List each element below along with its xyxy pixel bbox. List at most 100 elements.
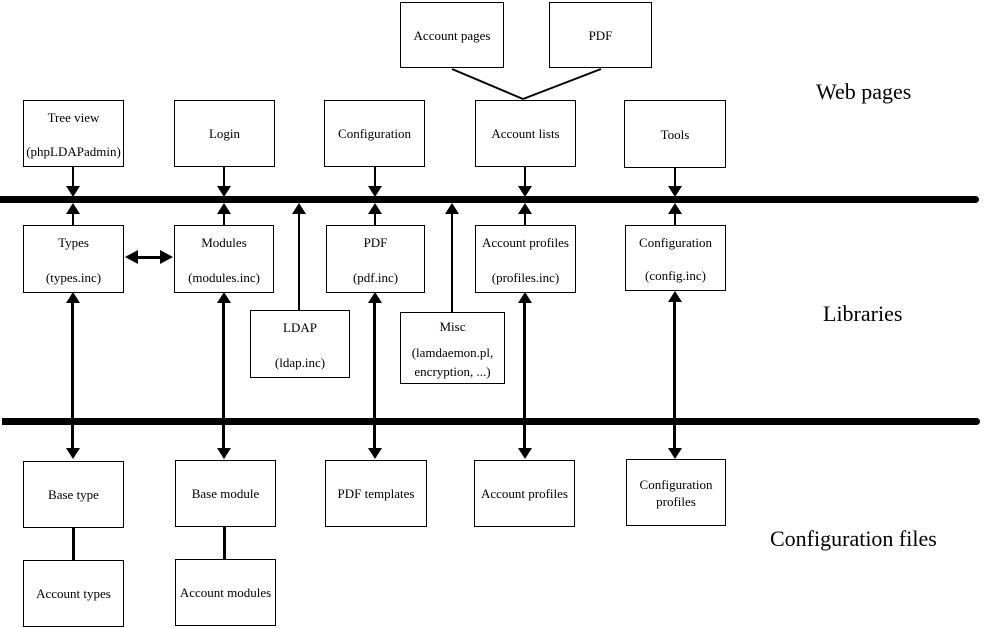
bus-libraries-configuration (2, 418, 980, 425)
node-label: Account modules (179, 585, 272, 600)
node-label: Account profiles (480, 486, 568, 501)
connector-line (524, 213, 526, 225)
connector-line (374, 213, 376, 225)
node-tools: Tools (624, 100, 726, 168)
arrowhead-down (668, 448, 682, 459)
node-label: Base module (191, 486, 260, 501)
arrowhead-up (368, 203, 382, 214)
connector-base-module-account-modules (223, 527, 226, 559)
node-account-modules: Account modules (175, 559, 276, 626)
node-label: Types (58, 235, 89, 250)
arrowhead-down (368, 186, 382, 197)
bus-web-libraries (0, 196, 979, 203)
arrowhead-up (66, 203, 80, 214)
node-sublabel: (pdf.inc) (352, 270, 399, 285)
arrowhead-up (217, 292, 231, 303)
node-account-types: Account types (23, 560, 124, 627)
node-sublabel: (modules.inc) (188, 270, 260, 285)
node-label: PDF (363, 235, 388, 250)
node-label: LDAP (283, 320, 317, 335)
connector-misc-to-bus (451, 213, 453, 312)
connector-types-modules (136, 256, 162, 259)
arrowhead-up (292, 203, 306, 214)
arrowhead-up (368, 292, 382, 303)
connector-line (674, 168, 676, 187)
node-sublabel: profiles (656, 493, 696, 509)
connector-base-type-account-types (72, 528, 75, 560)
node-base-module: Base module (175, 460, 276, 527)
node-label: PDF (588, 27, 613, 43)
node-sublabel: (phpLDAPadmin) (26, 144, 121, 159)
arrowhead-left (125, 250, 138, 264)
node-label: Account profiles (481, 235, 569, 250)
node-pdf-page: PDF (549, 2, 652, 68)
section-label-configuration-files: Configuration files (770, 526, 937, 551)
arrowhead-up (668, 203, 682, 214)
node-account-profiles-cfg: Account profiles (474, 460, 575, 527)
node-base-type: Base type (23, 461, 124, 528)
node-label: Configuration (338, 126, 411, 141)
arrowhead-down (66, 186, 80, 197)
arrowhead-down (668, 186, 682, 197)
line-account-pages-to-account-lists (451, 68, 524, 100)
node-label: Modules (201, 235, 247, 250)
connector-modules-base-module (222, 300, 225, 450)
connector-line (72, 167, 74, 187)
node-login: Login (174, 100, 275, 167)
node-account-lists: Account lists (475, 100, 576, 167)
node-label: Configuration (639, 476, 713, 492)
node-sublabel: (lamdaemon.pl, encryption, ...) (411, 345, 494, 379)
node-label: Account lists (491, 126, 560, 141)
node-sublabel: (ldap.inc) (274, 355, 326, 370)
section-label-web-pages: Web pages (816, 79, 912, 104)
node-pdf-templates: PDF templates (325, 460, 427, 527)
node-configuration-lib: Configuration (config.inc) (625, 225, 726, 291)
arrowhead-right (160, 250, 173, 264)
node-label: Tree view (47, 110, 100, 125)
connector-line (223, 213, 225, 225)
arrowhead-up (217, 203, 231, 214)
node-types: Types (types.inc) (23, 225, 124, 293)
arrowhead-down (518, 448, 532, 459)
arrowhead-up (66, 292, 80, 303)
connector-account-profiles (523, 300, 526, 450)
node-ldap: LDAP (ldap.inc) (250, 310, 350, 378)
node-label: PDF templates (337, 486, 415, 501)
node-account-pages: Account pages (400, 2, 504, 68)
node-account-profiles-lib: Account profiles (profiles.inc) (475, 225, 576, 293)
connector-line (374, 167, 376, 187)
arrowhead-up (518, 292, 532, 303)
connector-line (72, 213, 74, 225)
arrowhead-down (217, 186, 231, 197)
node-tree-view: Tree view (phpLDAPadmin) (23, 100, 124, 167)
section-label-libraries: Libraries (823, 301, 903, 326)
arrowhead-up (445, 203, 459, 214)
connector-line (223, 167, 225, 187)
connector-types-base-type (71, 300, 74, 450)
connector-ldap-to-bus (298, 213, 300, 310)
node-configuration-profiles: Configuration profiles (626, 459, 726, 526)
arrowhead-down (518, 186, 532, 197)
node-sublabel: (profiles.inc) (491, 270, 560, 285)
line-pdf-to-account-lists (522, 68, 602, 100)
node-label: Tools (660, 126, 690, 142)
node-label: Account pages (413, 27, 491, 43)
node-configuration-page: Configuration (324, 100, 425, 167)
arrowhead-up (518, 203, 532, 214)
node-label: Login (208, 126, 241, 141)
node-modules: Modules (modules.inc) (174, 225, 274, 293)
connector-line (674, 213, 676, 225)
node-label: Misc (439, 319, 466, 334)
connector-configuration-profiles (673, 300, 676, 450)
connector-pdf-pdf-templates (373, 300, 376, 450)
node-pdf-lib: PDF (pdf.inc) (326, 225, 425, 293)
node-label: Base type (48, 487, 99, 502)
node-label: Configuration (639, 235, 712, 250)
connector-line (524, 167, 526, 187)
arrowhead-down (66, 448, 80, 459)
node-sublabel: (config.inc) (644, 268, 706, 283)
node-sublabel: (types.inc) (45, 270, 102, 285)
node-label: Account types (36, 586, 111, 601)
node-misc: Misc (lamdaemon.pl, encryption, ...) (400, 312, 505, 384)
